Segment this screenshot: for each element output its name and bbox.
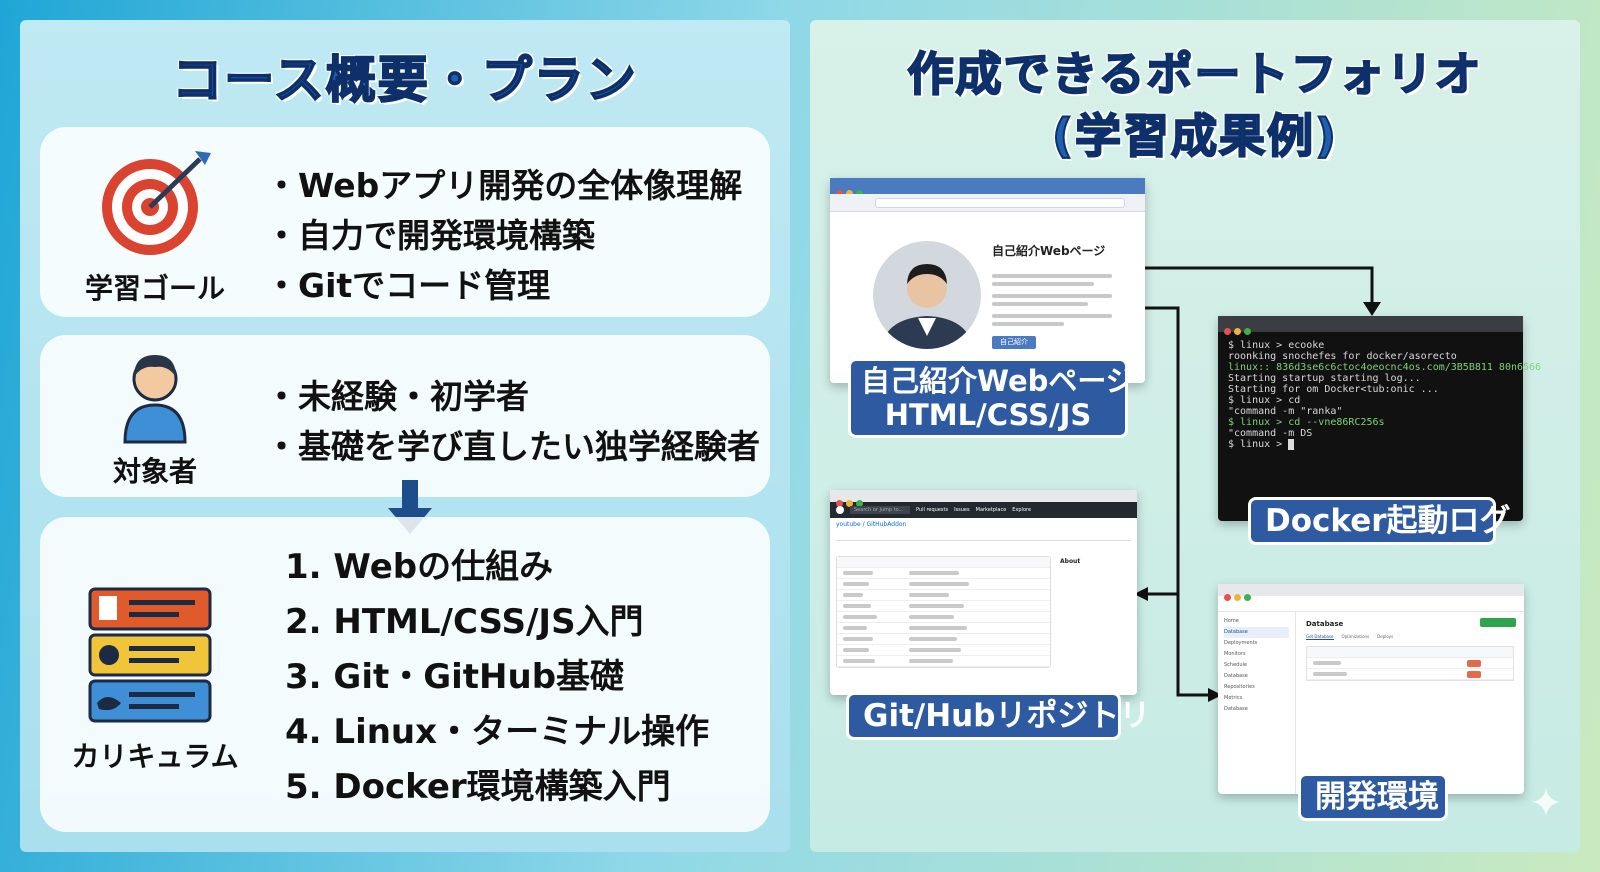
- target-label: 対象者: [112, 455, 197, 488]
- curriculum-item: 1. Webの仕組み: [285, 547, 554, 587]
- sidebar-item[interactable]: Repositories: [1224, 684, 1255, 690]
- curriculum-item: 2. HTML/CSS/JS入門: [285, 602, 644, 642]
- terminal-line: roonking snochefes for docker/asorecto: [1228, 351, 1457, 362]
- stack-icon: [88, 587, 212, 723]
- curriculum-card: カリキュラム 1. Webの仕組み 2. HTML/CSS/JS入門 3. Gi…: [40, 517, 770, 832]
- terminal-prompt: $ linux >: [1228, 439, 1289, 450]
- sidebar-item[interactable]: Database: [1224, 673, 1248, 679]
- goal-item: ・自力で開発環境構築: [265, 216, 595, 255]
- person-icon: [123, 355, 187, 444]
- devenv-heading: Database: [1306, 620, 1344, 628]
- curriculum-item: 3. Git・GitHub基礎: [285, 657, 625, 697]
- terminal-line: $ linux > cd --vne86RC256s: [1228, 417, 1385, 428]
- terminal-line: "command -m "ranka": [1228, 406, 1343, 417]
- sidebar-item[interactable]: Database: [1224, 706, 1248, 712]
- webpage-text-lines: [992, 270, 1112, 330]
- terminal-line: "command -m DS: [1228, 428, 1313, 439]
- sidebar-item[interactable]: Deployments: [1224, 640, 1258, 646]
- devenv-caption: 開発環境: [1298, 773, 1448, 821]
- sidebar-item[interactable]: Metrics: [1224, 695, 1243, 701]
- curriculum-label: カリキュラム: [71, 740, 239, 773]
- webpage-caption-line2: HTML/CSS/JS: [884, 398, 1092, 432]
- webpage-caption-line1: 自己紹介Webページ: [861, 364, 1135, 398]
- github-nav-item[interactable]: Marketplace: [975, 507, 1007, 513]
- github-tabs[interactable]: [836, 531, 1131, 541]
- docker-caption: Docker起動ログ: [1248, 497, 1511, 545]
- terminal-line: $ linux > cd: [1228, 395, 1301, 406]
- devenv-titlebar: [1218, 584, 1524, 601]
- goal-label: 学習ゴール: [84, 272, 225, 305]
- table-row[interactable]: [837, 623, 1050, 634]
- profile-photo: [873, 241, 981, 349]
- goal-item: ・Gitでコード管理: [265, 266, 551, 305]
- terminal-line: Starting startup starting log...: [1228, 373, 1421, 384]
- sidebar-item[interactable]: Home: [1224, 618, 1239, 624]
- github-file-list: [836, 556, 1051, 668]
- window-titlebar: [830, 178, 1145, 197]
- github-navbar: Search or jump to... Pull requests Issue…: [830, 502, 1137, 518]
- table-row[interactable]: [1307, 669, 1513, 680]
- github-window: Search or jump to... Pull requests Issue…: [830, 490, 1137, 695]
- table-row[interactable]: [837, 634, 1050, 645]
- devenv-create-button[interactable]: [1480, 618, 1516, 627]
- github-nav-item[interactable]: Issues: [954, 507, 970, 513]
- sidebar-item[interactable]: Database: [1224, 627, 1289, 638]
- docker-terminal-window: $ linux > ecooke roonking snochefes for …: [1218, 316, 1542, 521]
- terminal-line: linux:: 836d3se6c6ctoc4oeocnc4os.com/3B5…: [1228, 362, 1542, 373]
- terminal-line: $ linux > ecooke: [1228, 340, 1325, 351]
- devenv-tab[interactable]: Optimizations: [1341, 634, 1370, 639]
- github-titlebar: [830, 490, 1137, 507]
- target-item: ・未経験・初学者: [265, 377, 529, 416]
- panel-title: コース概要・プラン: [171, 50, 638, 110]
- github-nav-item[interactable]: Pull requests: [916, 507, 949, 513]
- sidebar-item[interactable]: Schedule: [1224, 662, 1247, 668]
- devenv-window: Home Database Deployments Monitors Sched…: [1218, 584, 1524, 794]
- table-row[interactable]: [837, 645, 1050, 656]
- terminal-line: $ linux > _: [1228, 439, 1513, 450]
- devenv-header: [1218, 596, 1524, 612]
- target-card: 対象者 ・未経験・初学者 ・基礎を学び直したい独学経験者: [40, 335, 770, 497]
- table-row[interactable]: [837, 612, 1050, 623]
- terminal-titlebar: [1218, 316, 1523, 335]
- webpage-button[interactable]: 自己紹介: [992, 336, 1036, 349]
- goal-item: ・Webアプリ開発の全体像理解: [265, 166, 743, 205]
- webpage-heading: 自己紹介Webページ: [992, 244, 1106, 258]
- webpage-caption: 自己紹介Webページ HTML/CSS/JS: [848, 358, 1135, 438]
- target-item: ・基礎を学び直したい独学経験者: [265, 427, 760, 466]
- curriculum-item: 5. Docker環境構築入門: [285, 767, 671, 807]
- devenv-tabs: Get Database Optimizations Deploys: [1306, 634, 1393, 640]
- devenv-tab[interactable]: Deploys: [1377, 634, 1394, 639]
- devenv-table: [1306, 646, 1514, 681]
- terminal-cursor: _: [1288, 439, 1295, 450]
- github-repo-name[interactable]: youtube / GitHubAddon: [836, 521, 907, 528]
- github-about-label: About: [1060, 558, 1081, 565]
- terminal-output: $ linux > ecooke roonking snochefes for …: [1218, 332, 1542, 458]
- portfolio-title: 作成できるポートフォリオ: [906, 46, 1483, 102]
- table-row[interactable]: [837, 579, 1050, 590]
- github-logo-icon: [836, 506, 844, 514]
- target-icon: [102, 151, 211, 255]
- connector-arrows: [1134, 266, 1381, 702]
- table-row[interactable]: [837, 601, 1050, 612]
- github-nav-item[interactable]: Explore: [1012, 507, 1032, 513]
- devenv-tab[interactable]: Get Database: [1306, 634, 1334, 640]
- webpage-window: 自己紹介Webページ 自己紹介: [830, 178, 1145, 383]
- portfolio-subtitle: (学習成果例): [1051, 108, 1339, 164]
- portfolio-panel: 作成できるポートフォリオ (学習成果例): [810, 20, 1580, 852]
- sparkle-icon: [1532, 788, 1560, 816]
- address-bar[interactable]: [830, 194, 1145, 212]
- curriculum-item: 4. Linux・ターミナル操作: [285, 712, 710, 752]
- table-row[interactable]: [837, 568, 1050, 579]
- github-search[interactable]: Search or jump to...: [850, 506, 910, 514]
- terminal-line: Starting for om Docker<tub:onic ...: [1228, 384, 1439, 395]
- github-caption: Git/Hubリポジトリ: [846, 692, 1150, 740]
- goal-card: 学習ゴール ・Webアプリ開発の全体像理解 ・自力で開発環境構築 ・Gitでコー…: [40, 127, 770, 317]
- table-row[interactable]: [1307, 658, 1513, 669]
- sidebar-item[interactable]: Monitors: [1224, 651, 1246, 657]
- table-row[interactable]: [837, 590, 1050, 601]
- table-row[interactable]: [837, 656, 1050, 667]
- devenv-sidebar: Home Database Deployments Monitors Sched…: [1218, 612, 1296, 794]
- course-overview-panel: コース概要・プラン 学習ゴール ・Webアプリ開発の全体像理解 ・自力で開発環境…: [20, 20, 790, 852]
